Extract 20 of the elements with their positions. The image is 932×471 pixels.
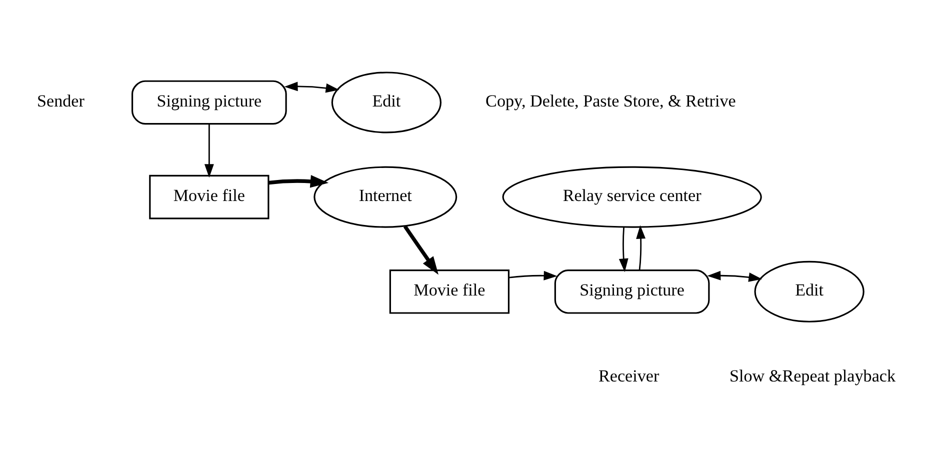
arrow: [403, 225, 438, 275]
arrow: [707, 270, 762, 282]
node-box: Signing picture: [554, 269, 710, 314]
arrow: [284, 82, 340, 93]
node-label: Copy, Delete, Paste Store, & Retrive: [486, 92, 736, 111]
arrow: [204, 124, 214, 178]
node-box: Signing picture: [131, 80, 287, 125]
node-label: Receiver: [598, 366, 660, 386]
node-ellipse: Internet: [314, 166, 458, 228]
node-ellipse: Edit: [754, 260, 864, 322]
node-box: Movie file: [389, 269, 510, 314]
arrow: [618, 227, 628, 272]
node-ellipse: Edit: [331, 72, 442, 134]
node-ellipse: Relay service center: [502, 166, 762, 228]
arrow: [636, 225, 646, 270]
node-label: Slow &Repeat playback: [730, 366, 896, 386]
arrow: [508, 270, 558, 280]
node-box: Movie file: [149, 174, 270, 220]
node-label: Sender: [37, 92, 84, 111]
arrow: [268, 175, 329, 188]
